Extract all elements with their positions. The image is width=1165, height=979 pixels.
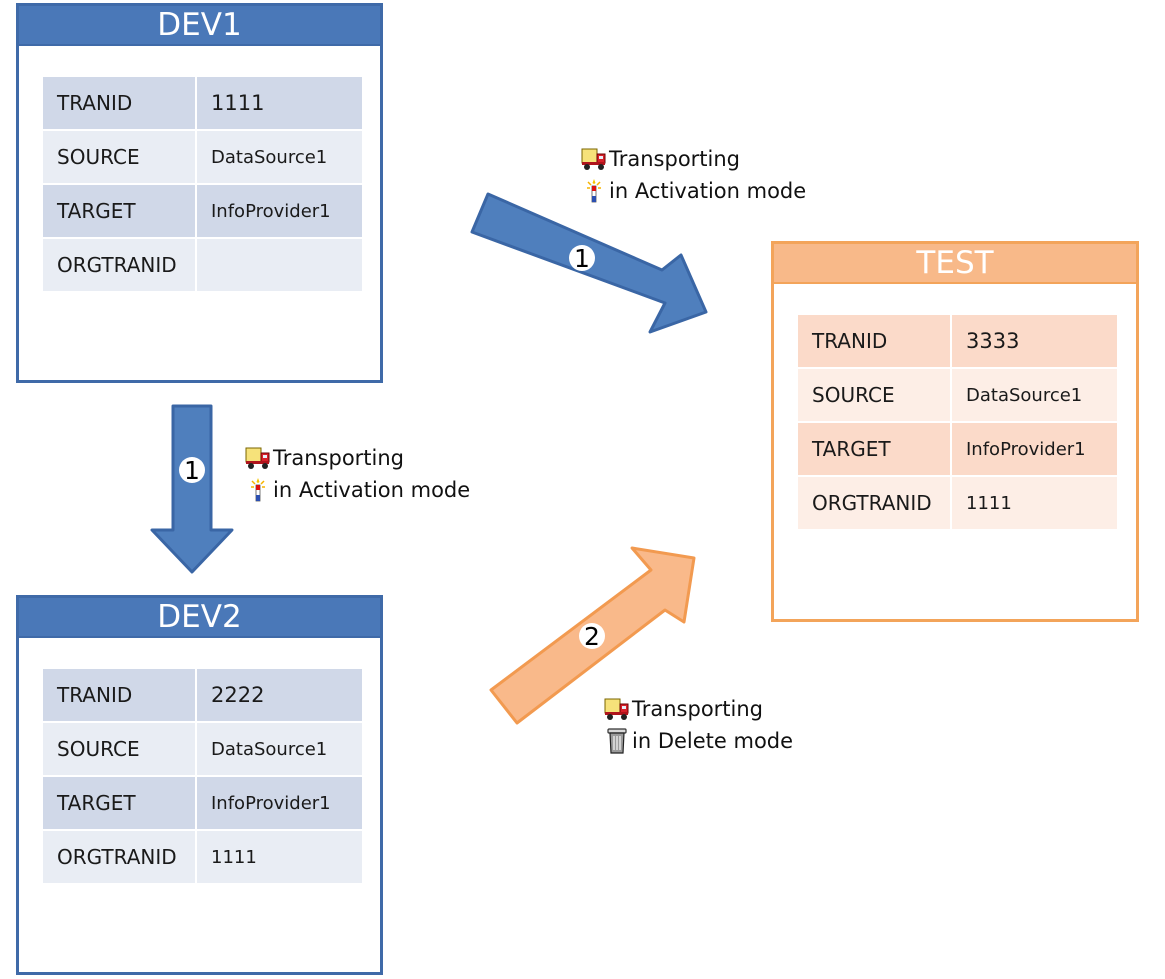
row-value: 1111 <box>197 831 362 883</box>
arrow-dev1-to-test: 1 <box>470 192 708 334</box>
row-value: 2222 <box>197 669 362 721</box>
test-table: TRANID 3333 SOURCE DataSource1 TARGET In… <box>796 313 1119 531</box>
arrow-dev2-to-test: 2 <box>489 546 696 725</box>
table-row: SOURCE DataSource1 <box>43 723 362 775</box>
table-row: TARGET InfoProvider1 <box>43 777 362 829</box>
note-dev2-to-test: Transporting in Delete mode <box>602 693 793 757</box>
note-dev1-to-dev2: Transporting in Activation mode <box>243 442 470 506</box>
table-row: SOURCE DataSource1 <box>43 131 362 183</box>
table-row: SOURCE DataSource1 <box>798 369 1117 421</box>
row-value: InfoProvider1 <box>197 777 362 829</box>
row-value <box>197 239 362 291</box>
test-title: TEST <box>774 244 1136 284</box>
row-key: TARGET <box>43 777 195 829</box>
row-value: InfoProvider1 <box>952 423 1117 475</box>
row-key: TARGET <box>798 423 950 475</box>
row-key: ORGTRANID <box>43 239 195 291</box>
table-row: TRANID 2222 <box>43 669 362 721</box>
note-line-2: in Activation mode <box>609 179 807 203</box>
step-badge-circle <box>579 623 605 649</box>
table-row: TRANID 1111 <box>43 77 362 129</box>
note-dev1-to-test: Transporting in Activation mode <box>579 143 806 207</box>
dev1-panel: DEV1 TRANID 1111 SOURCE DataSource1 TARG… <box>16 3 383 383</box>
truck-icon <box>243 444 273 472</box>
step-badge-circle <box>569 245 595 271</box>
row-value: 1111 <box>197 77 362 129</box>
table-row: ORGTRANID 1111 <box>798 477 1117 529</box>
note-line-1: Transporting <box>632 697 764 721</box>
dev2-title: DEV2 <box>19 598 380 638</box>
step-number-1-left: 1 <box>184 456 200 485</box>
row-key: SOURCE <box>43 131 195 183</box>
table-row: ORGTRANID <box>43 239 362 291</box>
arrow-dev1-to-dev2: 1 <box>150 404 234 574</box>
dev1-title: DEV1 <box>19 6 380 46</box>
row-key: TRANID <box>43 77 195 129</box>
row-key: ORGTRANID <box>43 831 195 883</box>
dev1-table: TRANID 1111 SOURCE DataSource1 TARGET In… <box>41 75 364 293</box>
step-badge-circle <box>179 457 205 483</box>
row-value: InfoProvider1 <box>197 185 362 237</box>
magic-wand-icon <box>579 177 609 205</box>
dev2-table: TRANID 2222 SOURCE DataSource1 TARGET In… <box>41 667 364 885</box>
note-line-1: Transporting <box>609 147 741 171</box>
table-row: ORGTRANID 1111 <box>43 831 362 883</box>
truck-icon <box>602 695 632 723</box>
trash-can-icon <box>602 727 632 755</box>
step-number-2: 2 <box>584 622 600 651</box>
note-line-1: Transporting <box>273 446 405 470</box>
table-row: TRANID 3333 <box>798 315 1117 367</box>
magic-wand-icon <box>243 476 273 504</box>
row-value: 3333 <box>952 315 1117 367</box>
row-key: TARGET <box>43 185 195 237</box>
step-number-1-top: 1 <box>574 244 590 273</box>
row-key: SOURCE <box>798 369 950 421</box>
row-value: DataSource1 <box>197 723 362 775</box>
row-value: 1111 <box>952 477 1117 529</box>
test-panel: TEST TRANID 3333 SOURCE DataSource1 TARG… <box>771 241 1139 622</box>
row-key: SOURCE <box>43 723 195 775</box>
truck-icon <box>579 145 609 173</box>
table-row: TARGET InfoProvider1 <box>798 423 1117 475</box>
table-row: TARGET InfoProvider1 <box>43 185 362 237</box>
arrow-dev1-to-dev2-shape <box>150 404 234 574</box>
note-line-2: in Delete mode <box>632 729 794 753</box>
row-key: TRANID <box>43 669 195 721</box>
note-line-2: in Activation mode <box>273 478 471 502</box>
dev2-panel: DEV2 TRANID 2222 SOURCE DataSource1 TARG… <box>16 595 383 975</box>
row-key: ORGTRANID <box>798 477 950 529</box>
row-key: TRANID <box>798 315 950 367</box>
row-value: DataSource1 <box>952 369 1117 421</box>
row-value: DataSource1 <box>197 131 362 183</box>
